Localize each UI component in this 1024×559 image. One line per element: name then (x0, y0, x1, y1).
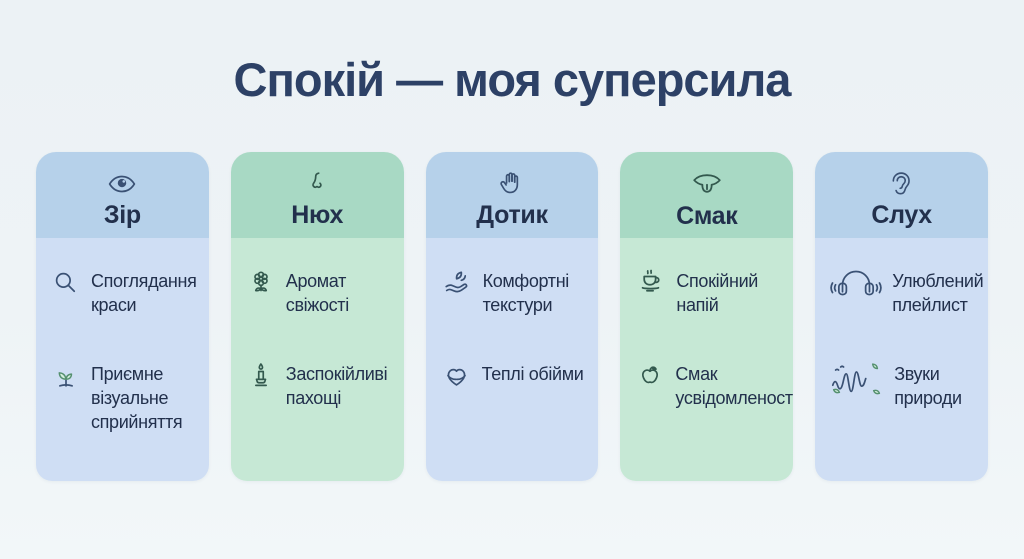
sense-item-label: Смак усвідомленості (675, 364, 794, 409)
sense-card-header: Смак (620, 152, 794, 238)
sense-card-title: Дотик (476, 200, 548, 229)
nose-icon (302, 169, 332, 199)
sense-card-title: Смак (676, 201, 738, 230)
sense-card-header: Зір (36, 152, 209, 238)
page-title: Спокій — моя суперсила (233, 53, 792, 106)
sense-item: Смак усвідомленості (635, 361, 793, 410)
sense-card-body: Аромат свіжості Заспокійливі пахощі (230, 238, 404, 481)
eye-icon (107, 169, 137, 199)
sense-card-body: Спокійний напій Смак усвідомленості (620, 238, 794, 481)
sense-item-label: Приємне візуальне сприйняття (91, 364, 183, 433)
sense-item: Заспокійливі пахощі (246, 361, 396, 410)
hand-leaf-icon (441, 268, 473, 298)
headphones-icon (830, 268, 882, 303)
tongue-icon (691, 168, 723, 200)
sprout-icon (51, 361, 81, 391)
sense-item: Аромат свіжості (246, 268, 396, 317)
sense-card-смак: Смак Спокійний напій Смак усвідомленості (620, 152, 794, 481)
sense-card-слух: Слух Улюблений плейлист Звуки природи (815, 152, 988, 481)
sense-item: Звуки природи (830, 361, 980, 410)
flower-icon (246, 268, 276, 298)
sense-card-title: Зір (103, 200, 141, 229)
sense-item-label: Споглядання краси (91, 271, 197, 316)
sense-item-label: Спокійний напій (676, 271, 758, 316)
sense-card-body: Комфортні текстури Теплі обійми (425, 238, 599, 481)
nature-waves-icon (830, 361, 884, 399)
cup-icon (635, 268, 666, 296)
sense-card-дотик: Дотик Комфортні текстури Теплі обійми (425, 152, 599, 481)
sense-card-header: Нюх (230, 152, 404, 238)
sense-card-зір: Зір Споглядання краси Приємне візуальне … (36, 152, 209, 481)
sense-item-label: Комфортні текстури (482, 271, 570, 316)
sense-item: Улюблений плейлист (830, 268, 984, 317)
sense-card-нюх: Нюх Аромат свіжості Заспокійливі пахощі (230, 152, 404, 481)
sense-item-label: Звуки природи (894, 364, 962, 409)
sense-item-label: Улюблений плейлист (892, 271, 984, 316)
sense-card-body: Споглядання краси Приємне візуальне спри… (36, 238, 209, 481)
sense-item-label: Аромат свіжості (285, 271, 349, 316)
sense-card-title: Слух (871, 200, 932, 229)
magnifier-icon (51, 268, 81, 298)
sense-item: Приємне візуальне сприйняття (51, 361, 201, 434)
ear-icon (887, 169, 916, 199)
apple-icon (635, 361, 665, 391)
sense-item-label: Теплі обійми (481, 364, 584, 385)
sense-item: Споглядання краси (51, 268, 201, 317)
sense-item: Спокійний напій (635, 268, 785, 317)
sense-card-header: Слух (815, 152, 988, 238)
sense-cards-row: Зір Споглядання краси Приємне візуальне … (36, 152, 988, 481)
sense-item: Теплі обійми (441, 361, 591, 391)
hand-icon (497, 169, 527, 199)
sense-card-body: Улюблений плейлист Звуки природи (815, 238, 988, 481)
candle-icon (246, 361, 276, 391)
sense-card-header: Дотик (425, 152, 599, 238)
sense-card-title: Нюх (291, 200, 344, 229)
hug-icon (441, 361, 472, 391)
sense-item-label: Заспокійливі пахощі (285, 364, 388, 409)
sense-item: Комфортні текстури (441, 268, 591, 317)
